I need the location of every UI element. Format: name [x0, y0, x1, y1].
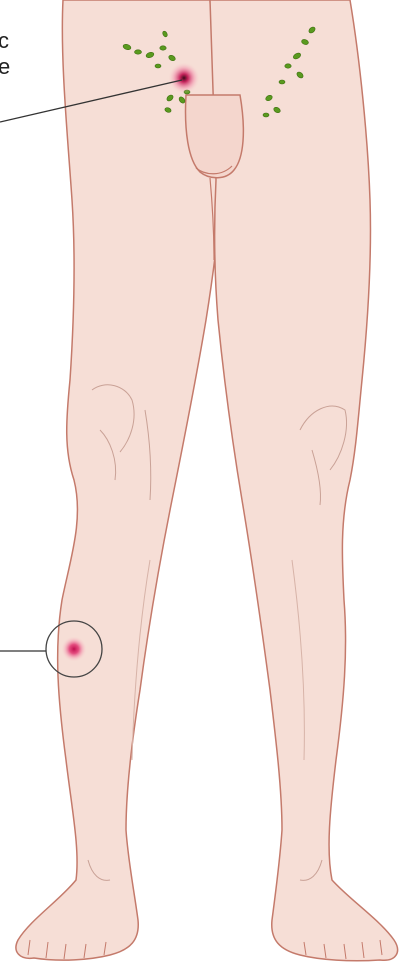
leg-lesion — [61, 636, 87, 662]
groin-hotspot — [168, 62, 200, 94]
